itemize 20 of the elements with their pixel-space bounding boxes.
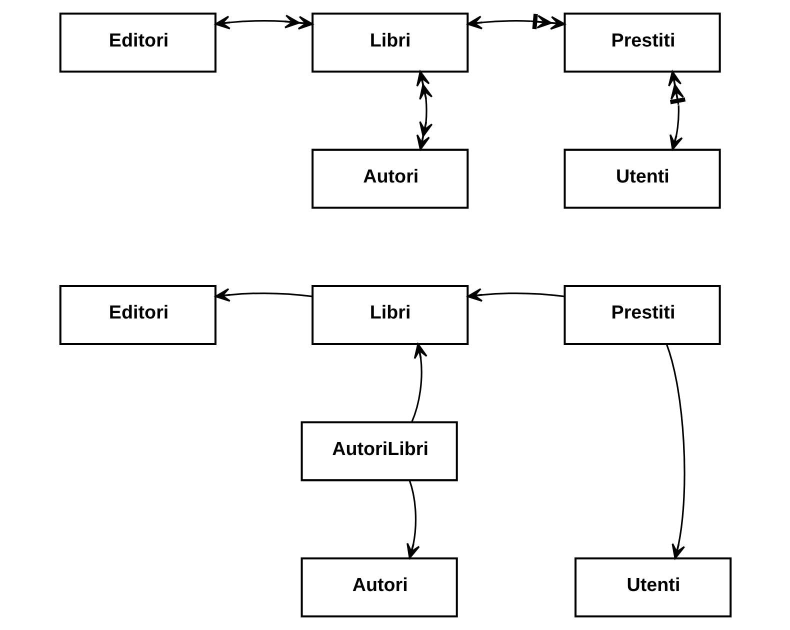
arrow xyxy=(665,344,685,560)
node-box: Prestiti xyxy=(563,285,720,345)
node-box: Prestiti xyxy=(563,12,720,73)
node-box: Autori xyxy=(300,557,458,618)
arrow xyxy=(668,70,686,150)
arrow xyxy=(410,343,427,422)
arrow xyxy=(416,70,432,150)
node-box: Libri xyxy=(311,285,468,345)
node-box: Editori xyxy=(58,12,216,73)
arrow xyxy=(214,288,312,302)
arrow xyxy=(466,14,565,30)
arrow xyxy=(466,288,564,302)
node-box: Utenti xyxy=(563,148,720,209)
arrow xyxy=(406,480,420,559)
node-box: AutoriLibri xyxy=(300,421,458,482)
node-box: Utenti xyxy=(574,557,732,618)
node-box: Editori xyxy=(58,285,216,345)
node-box: Libri xyxy=(311,12,468,73)
arrow xyxy=(214,14,313,30)
node-box: Autori xyxy=(311,148,468,209)
